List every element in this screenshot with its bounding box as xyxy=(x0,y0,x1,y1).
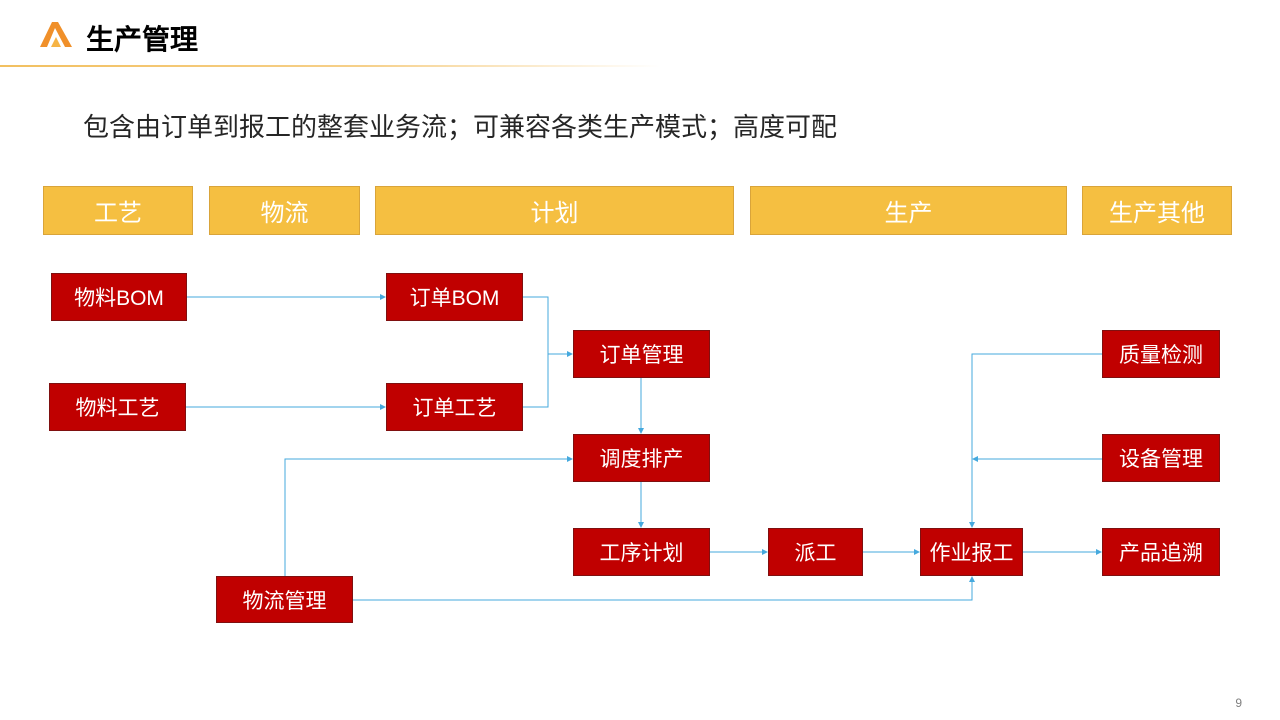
category-production: 生产 xyxy=(750,186,1067,235)
node-material-bom: 物料BOM xyxy=(51,273,187,321)
header-divider xyxy=(0,65,660,67)
node-quality-inspection: 质量检测 xyxy=(1102,330,1220,378)
node-order-bom: 订单BOM xyxy=(386,273,523,321)
category-planning: 计划 xyxy=(375,186,734,235)
connector-order-process-merge xyxy=(523,354,549,408)
category-logistics: 物流 xyxy=(209,186,360,235)
node-work-report: 作业报工 xyxy=(920,528,1023,576)
node-product-traceability: 产品追溯 xyxy=(1102,528,1220,576)
connector-quality-to-work-report xyxy=(969,353,1102,528)
company-logo-icon xyxy=(38,19,74,49)
connector-order-bom-merge xyxy=(523,296,549,354)
category-process: 工艺 xyxy=(43,186,193,235)
category-production-other: 生产其他 xyxy=(1082,186,1232,235)
node-scheduling: 调度排产 xyxy=(573,434,710,482)
node-equipment-management: 设备管理 xyxy=(1102,434,1220,482)
page-number: 9 xyxy=(1235,696,1242,710)
node-process-plan: 工序计划 xyxy=(573,528,710,576)
node-material-process: 物料工艺 xyxy=(49,383,186,431)
node-order-management: 订单管理 xyxy=(573,330,710,378)
node-dispatch: 派工 xyxy=(768,528,863,576)
connector-logistics-to-work-report xyxy=(353,576,975,601)
connector-logistics-to-scheduling xyxy=(284,456,573,576)
page-title: 生产管理 xyxy=(86,24,199,55)
node-order-process: 订单工艺 xyxy=(386,383,523,431)
node-logistics-management: 物流管理 xyxy=(216,576,353,623)
subtitle: 包含由订单到报工的整套业务流；可兼容各类生产模式；高度可配 xyxy=(83,112,838,142)
